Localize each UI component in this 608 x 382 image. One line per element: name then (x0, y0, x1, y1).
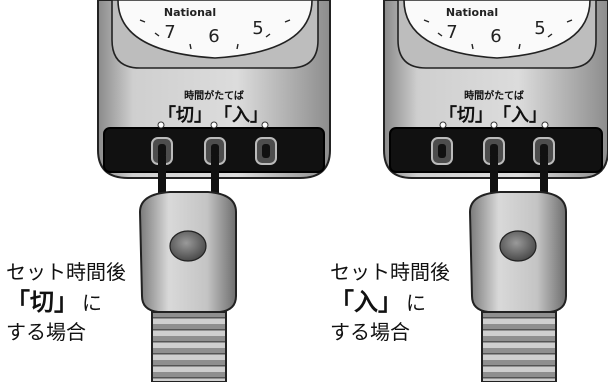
dial-face (403, 0, 591, 59)
switch-on-label: 「入」 (214, 104, 268, 126)
power-cord (481, 311, 557, 382)
brand-label: National (164, 6, 216, 19)
switch-off-label: 「切」 (439, 104, 493, 126)
dial-number: 5 (534, 18, 545, 39)
caption-line-3: する場合 (330, 320, 410, 344)
dial-number: 7 (446, 22, 457, 43)
caption-mode-line: 「切」に (6, 290, 126, 314)
switch-off-label: 「切」 (158, 104, 212, 126)
caption-line-1: セット時間後 (330, 260, 450, 284)
dial-number: 5 (252, 18, 263, 39)
dial-number: 6 (490, 26, 501, 47)
caption-mode: 「入」 (330, 288, 402, 316)
caption-right: セット時間後 「入」に する場合 (330, 262, 450, 342)
switch-caption: 時間がたてば (464, 89, 524, 102)
indicator-dots (157, 121, 269, 129)
dial-face (117, 0, 313, 59)
caption-line-3: する場合 (6, 320, 86, 344)
caption-left: セット時間後 「切」に する場合 (6, 262, 126, 342)
switch-caption: 時間がたてば (184, 89, 244, 102)
switch-on-label: 「入」 (493, 104, 547, 126)
caption-mode: 「切」 (6, 288, 78, 316)
caption-mode-suffix: に (406, 291, 426, 315)
timer-device-left (97, 0, 331, 382)
caption-mode-suffix: に (82, 291, 102, 315)
dial-number: 7 (164, 22, 175, 43)
caption-mode-line: 「入」に (330, 290, 450, 314)
indicator-dots (439, 121, 549, 129)
dial-number: 6 (208, 26, 219, 47)
brand-label: National (446, 6, 498, 19)
caption-line-1: セット時間後 (6, 260, 126, 284)
power-cord (151, 311, 227, 382)
